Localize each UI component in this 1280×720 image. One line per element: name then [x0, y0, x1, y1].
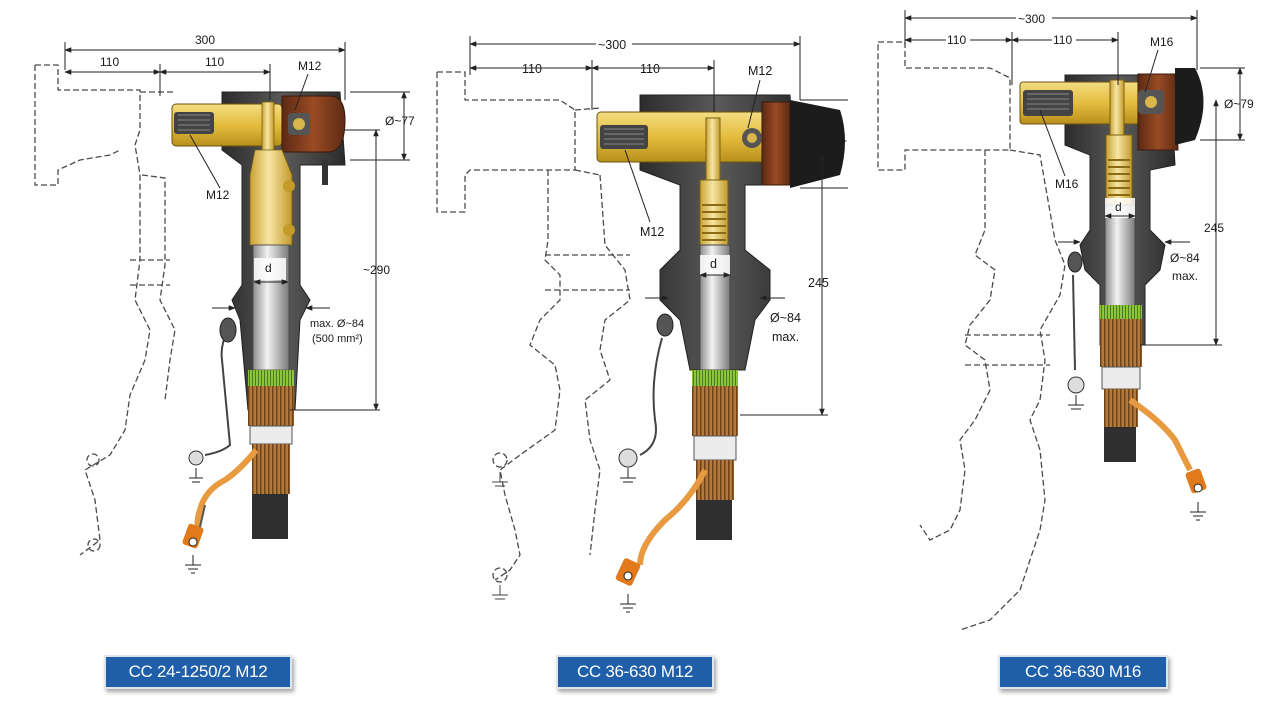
diagram-1: 300 110 110 M12 M12 Ø~77 ~290 d max. Ø~8… — [34, 33, 415, 574]
max-dia-1: Ø~84 — [1170, 251, 1200, 265]
cap-dia: Ø~79 — [1224, 97, 1254, 111]
dim-top: 300 — [195, 33, 215, 47]
bolt-top-label: M12 — [748, 64, 772, 78]
dim-left: 110 — [947, 33, 966, 47]
ghost-connector-1 — [34, 64, 176, 556]
max-dia-2: max. — [772, 330, 799, 344]
ghost-connector-3 — [877, 41, 1066, 631]
cap-dia: Ø~77 — [385, 114, 415, 128]
product-label-3: CC 36-630 M16 — [998, 655, 1168, 689]
dim-top-2: ~300 — [598, 38, 626, 52]
bolt-left-label: M12 — [640, 225, 664, 239]
bolt-top-label: M12 — [298, 59, 322, 73]
product-label-2: CC 36-630 M12 — [556, 655, 714, 689]
max-dia-1: Ø~84 — [770, 311, 801, 325]
diagram-3: ~300 110 110 M16 M16 Ø~79 245 d Ø~84 max… — [877, 10, 1254, 631]
dim-top: ~300 — [1018, 12, 1045, 26]
dim-left: 110 — [522, 62, 542, 76]
diagram-2: ~300 ~300 110 110 M12 M12 Ø~ 245 d Ø~84 … — [436, 36, 848, 613]
dim-mid: 110 — [205, 55, 224, 69]
ghost-connector-2 — [436, 71, 631, 600]
bolt-left-label: M16 — [1055, 177, 1079, 191]
product-label-1: CC 24-1250/2 M12 — [104, 655, 292, 689]
height-dim: 245 — [1204, 221, 1224, 235]
max-dia-2: max. — [1172, 269, 1198, 283]
conductor-d: d — [265, 261, 272, 275]
dim-left: 110 — [100, 55, 119, 69]
max-dia-1: max. Ø~84 — [310, 318, 364, 330]
conductor-d: d — [1115, 200, 1122, 214]
cap-dia: Ø~ — [830, 134, 847, 148]
dim-mid: 110 — [1053, 33, 1072, 47]
conductor-d: d — [710, 257, 717, 271]
bolt-left-label: M12 — [206, 188, 230, 202]
max-dia-2: (500 mm²) — [312, 333, 363, 345]
dim-mid: 110 — [640, 62, 660, 76]
height-dim: 245 — [808, 276, 829, 290]
bolt-top-label: M16 — [1150, 35, 1174, 49]
height-dim: ~290 — [363, 263, 390, 277]
